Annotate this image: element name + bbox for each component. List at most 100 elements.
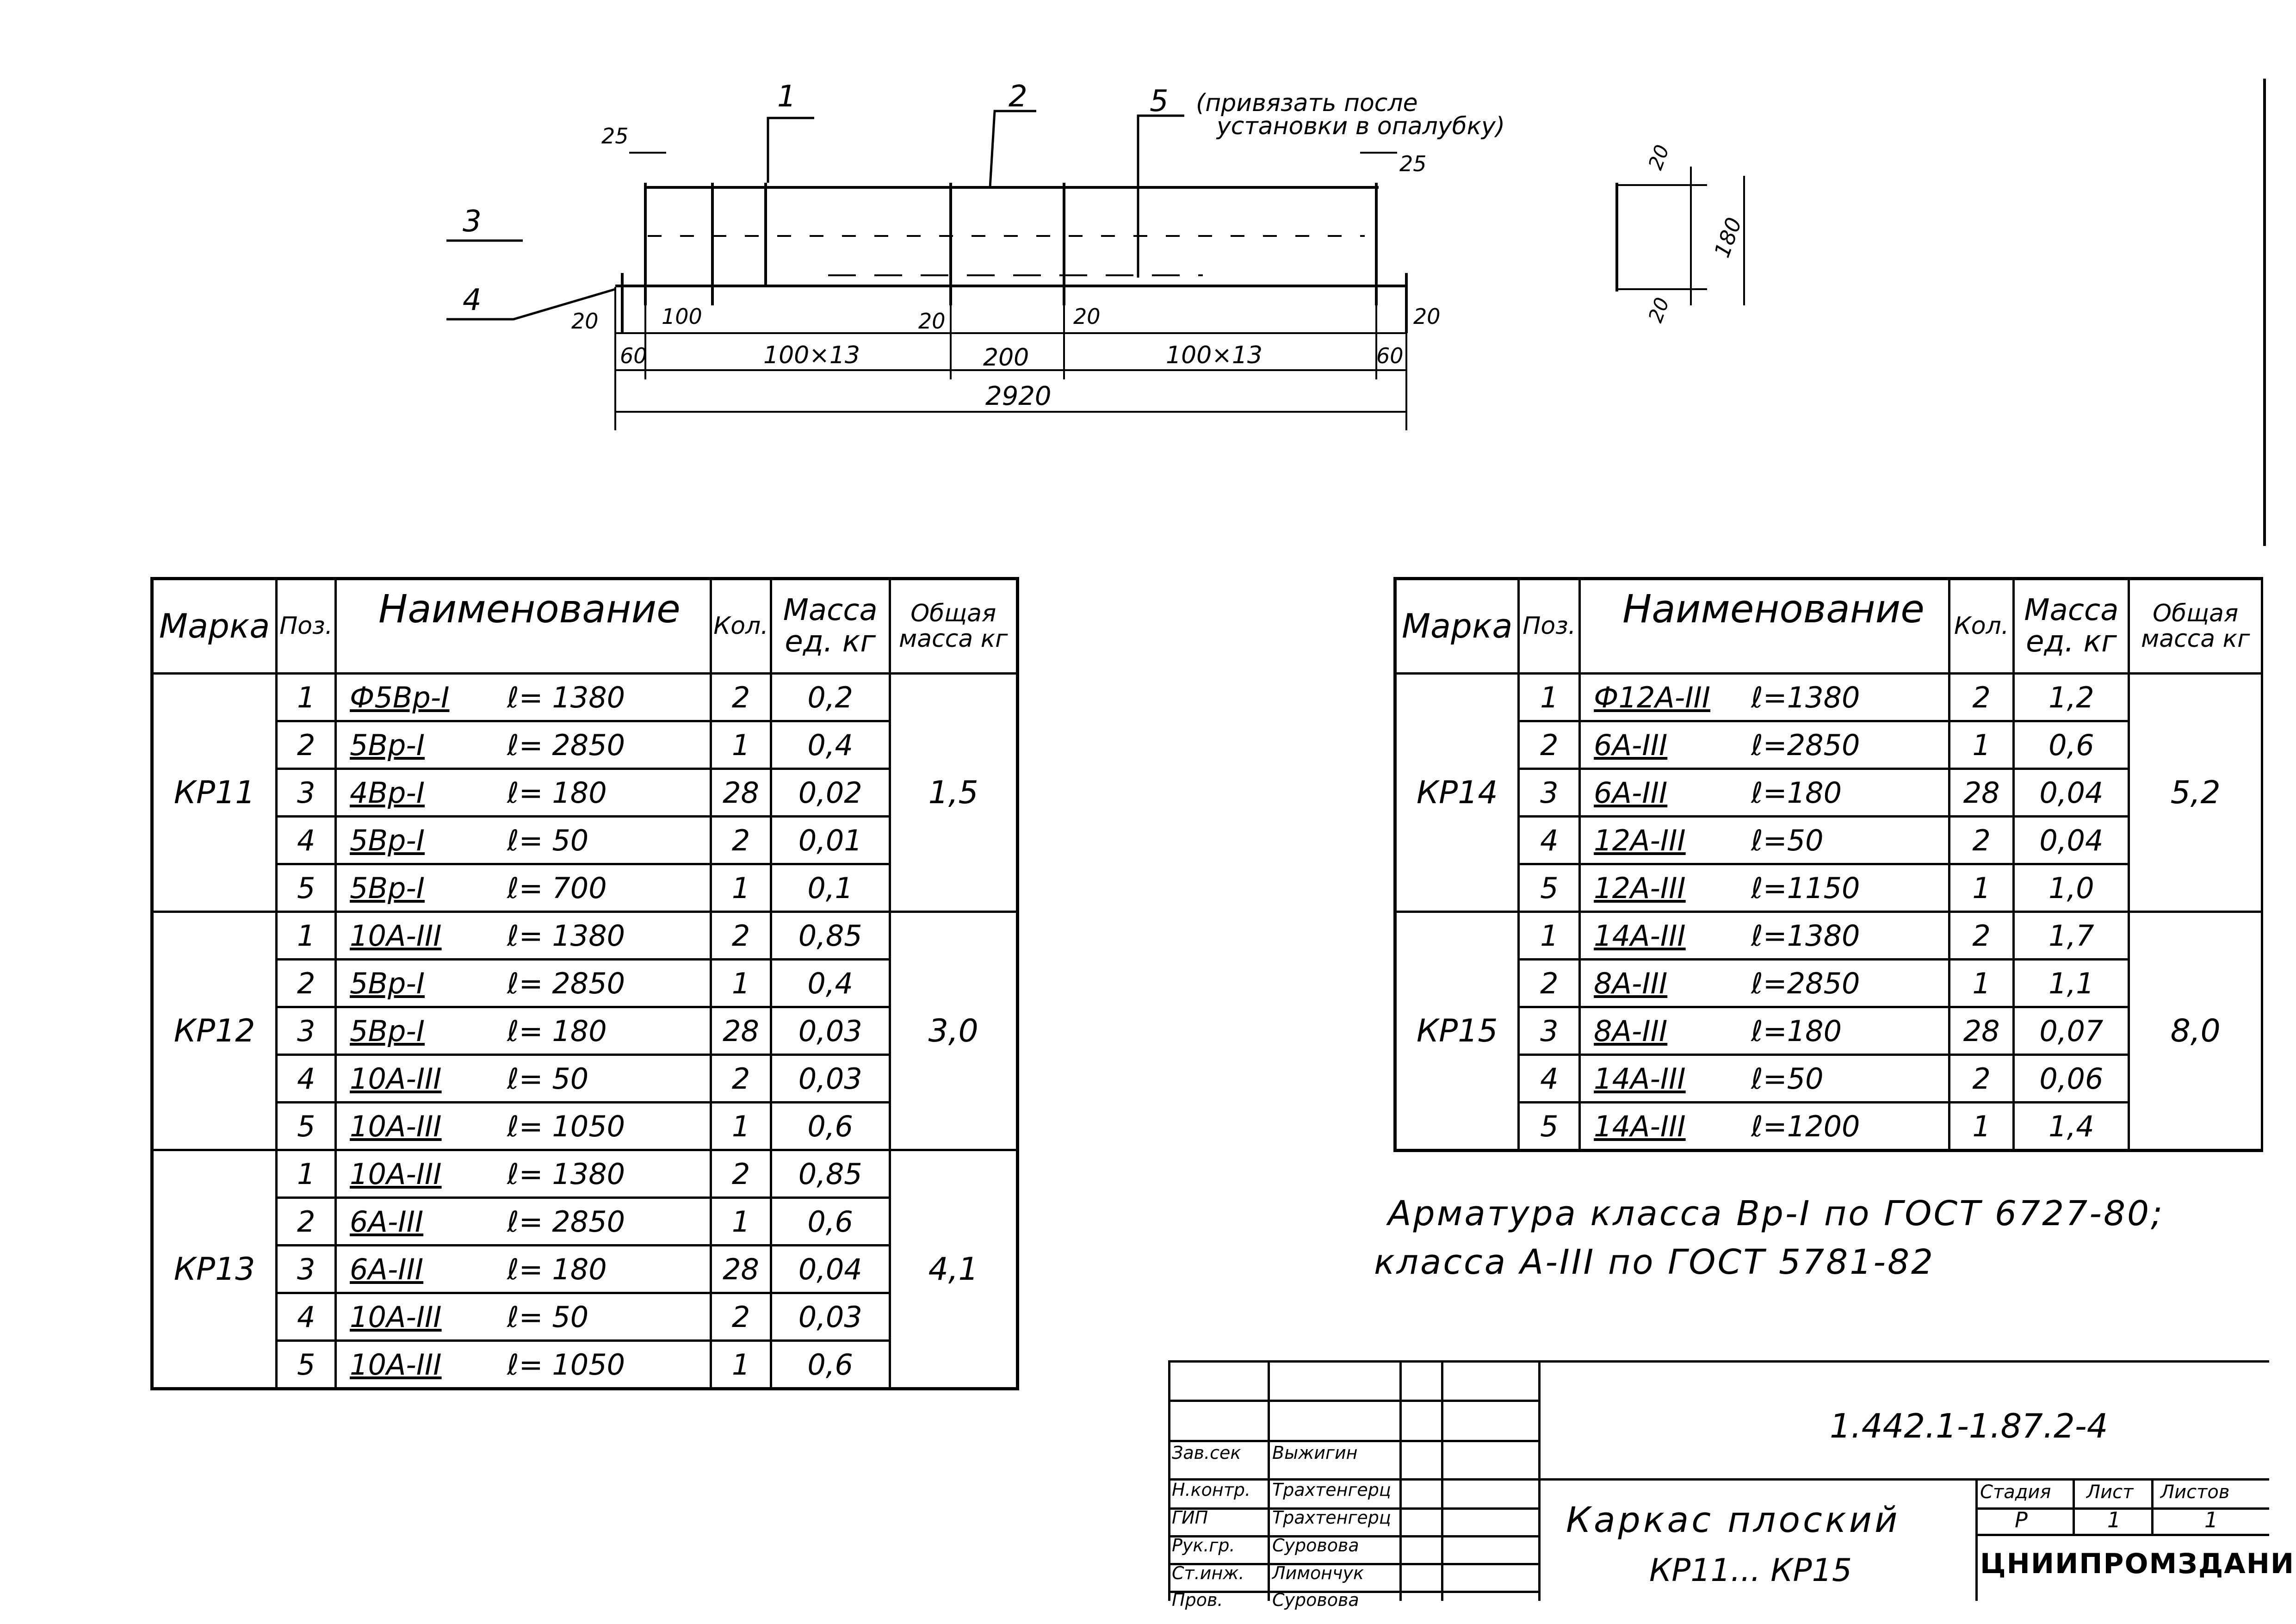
quantity-cell: 2	[710, 911, 772, 961]
quantity-cell: 1	[710, 1101, 772, 1151]
col-header-qty: Кол.	[1948, 577, 2015, 675]
rebar-grade: Ф12А-III	[1594, 680, 1711, 714]
rebar-grade: 12А-III	[1594, 823, 1686, 857]
rebar-grade: 10А-III	[350, 1347, 442, 1382]
dim-20-a: 20	[571, 309, 599, 334]
leader-1	[767, 117, 814, 183]
leader-5	[1137, 114, 1184, 278]
rebar-length: ℓ=1200	[1751, 1109, 1860, 1143]
unit-mass-cell: 0,6	[2012, 720, 2130, 770]
unit-mass-cell: 1,2	[2012, 672, 2130, 722]
tb-line	[1168, 1591, 1538, 1593]
rebar-grade: 6А-III	[1594, 775, 1668, 810]
unit-mass-cell: 0,85	[769, 1149, 891, 1199]
position-cell: 5	[275, 1339, 337, 1390]
unit-mass-cell: 0,03	[769, 1054, 891, 1103]
mark-cell: КР14	[1393, 672, 1520, 913]
total-mass-cell: 5,2	[2128, 672, 2263, 913]
signature-name: Суровова	[1272, 1535, 1359, 1556]
quantity-cell: 1	[1948, 1101, 2015, 1152]
unit-mass-cell: 0,03	[769, 1292, 891, 1342]
quantity-cell: 1	[1948, 863, 2015, 913]
rebar-grade: 4Вр-I	[350, 775, 425, 810]
position-cell: 2	[275, 1196, 337, 1246]
col-header-pos: Поз.	[275, 577, 337, 675]
position-cell: 2	[275, 958, 337, 1008]
tb-line	[1538, 1360, 1541, 1601]
rebar-length: ℓ=2850	[1751, 966, 1860, 1000]
position-cell: 2	[1517, 958, 1581, 1008]
dim-60-left: 60	[620, 343, 647, 368]
signature-name: Суровова	[1272, 1590, 1359, 1610]
leader-4	[446, 288, 616, 321]
rebar-length: ℓ= 1380	[507, 680, 625, 714]
quantity-cell: 1	[710, 1196, 772, 1246]
rebar-grade: 5Вр-I	[350, 1014, 425, 1048]
quantity-cell: 2	[710, 1292, 772, 1342]
leaders	[446, 110, 1184, 321]
unit-mass-cell: 1,0	[2012, 863, 2130, 913]
document-code: 1.442.1-1.87.2-4	[1830, 1407, 2108, 1445]
name-cell: 4Вр-I ℓ= 180	[334, 768, 712, 818]
mark-cell: КР12	[150, 911, 278, 1151]
unit-mass-cell: 0,04	[2012, 768, 2130, 818]
rebar-length: ℓ= 1380	[507, 918, 625, 953]
unit-mass-cell: 0,1	[769, 863, 891, 913]
unit-mass-cell: 0,02	[769, 768, 891, 818]
rebar-grade: 10А-III	[350, 1109, 442, 1143]
rebar-length: ℓ= 50	[507, 1300, 589, 1334]
quantity-cell: 28	[710, 768, 772, 818]
callout-5: 5	[1150, 84, 1169, 118]
dim-span1: 100×13	[763, 341, 860, 369]
tb-line	[1168, 1440, 1538, 1442]
signature-role: Рук.гр.	[1172, 1535, 1235, 1556]
col-header-qty: Кол.	[710, 577, 772, 675]
position-cell: 1	[275, 672, 337, 722]
rebar-length: ℓ= 180	[507, 775, 607, 810]
position-cell: 1	[275, 911, 337, 961]
unit-mass-cell: 0,03	[769, 1006, 891, 1056]
total-mass-cell: 8,0	[2128, 911, 2263, 1152]
rebar-length: ℓ= 180	[507, 1252, 607, 1286]
rebar-length: ℓ=1150	[1751, 871, 1860, 905]
dim-total: 2920	[985, 381, 1052, 411]
dim-200: 200	[983, 344, 1029, 372]
section-dim-height: 180	[1709, 214, 1747, 261]
position-cell: 4	[275, 815, 337, 865]
rebar-grade: 8А-III	[1594, 1014, 1668, 1048]
unit-mass-cell: 1,7	[2012, 911, 2130, 961]
unit-mass-cell: 1,1	[2012, 958, 2130, 1008]
cage-elevation	[615, 183, 1408, 333]
dim-25-left: 25	[601, 124, 629, 149]
note-line-2: класса А-III по ГОСТ 5781-82	[1374, 1242, 1935, 1282]
quantity-cell: 2	[1948, 815, 2015, 865]
rebar-grade: Ф5Вр-I	[350, 680, 450, 714]
quantity-cell: 1	[1948, 958, 2015, 1008]
rebar-length: ℓ= 2850	[507, 966, 625, 1000]
position-cell: 3	[275, 768, 337, 818]
dim-25-right: 25	[1399, 151, 1427, 176]
sheets-label: Листов	[2160, 1481, 2230, 1503]
callout-2: 2	[1009, 80, 1027, 114]
quantity-cell: 2	[1948, 1054, 2015, 1103]
tb-line	[2151, 1478, 2154, 1534]
quantity-cell: 28	[1948, 1006, 2015, 1056]
stage-value: Р	[2015, 1507, 2028, 1532]
